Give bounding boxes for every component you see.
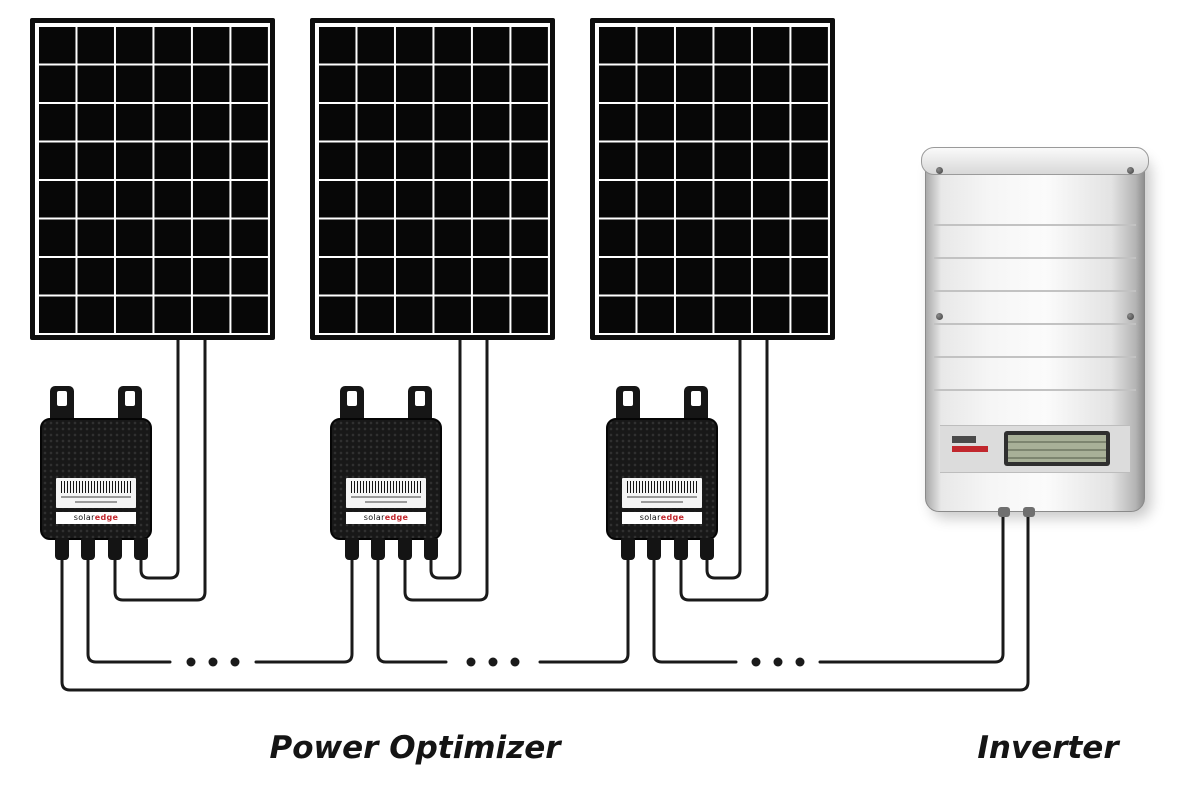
solar-panel-1 <box>30 18 275 340</box>
mounting-bracket-left <box>340 386 364 424</box>
chain-continuation-dots-1 <box>186 657 240 667</box>
barcode <box>351 481 421 493</box>
panel2-loop-wire-outer <box>403 334 489 602</box>
barcode-label <box>622 478 702 508</box>
logo-prefix: solar <box>363 513 385 522</box>
chain-wire-segment-3 <box>376 550 448 664</box>
optimizer-connector-1 <box>621 538 635 560</box>
optimizer-connector-4 <box>700 538 714 560</box>
logo-suffix: edge <box>660 513 685 522</box>
power-optimizer-3: solaredge <box>606 386 718 562</box>
optimizer-connector-2 <box>81 538 95 560</box>
optimizer-connector-1 <box>345 538 359 560</box>
solaredge-brand-mark <box>952 436 996 452</box>
label-text-line <box>365 501 407 503</box>
string-bus-wire <box>60 510 1030 692</box>
optimizer-connector-4 <box>424 538 438 560</box>
mounting-bracket-right <box>408 386 432 424</box>
solar-panel-3 <box>590 18 835 340</box>
panel1-loop-wire-inner <box>139 334 180 580</box>
label-text-line <box>351 496 421 498</box>
chain-wire-segment-4 <box>538 550 630 664</box>
mounting-bracket-left <box>50 386 74 424</box>
panel3-loop-wire-outer <box>679 334 769 602</box>
logo-prefix: solar <box>73 513 95 522</box>
barcode <box>61 481 131 493</box>
chain-wire-segment-2 <box>254 550 354 664</box>
inverter-unit <box>921 147 1149 517</box>
optimizer-body: solaredge <box>606 418 718 540</box>
mounting-bracket-left <box>616 386 640 424</box>
screw-icon <box>1127 313 1134 320</box>
optimizer-connector-1 <box>55 538 69 560</box>
label-text-line <box>627 496 697 498</box>
power-optimizer-label: Power Optimizer <box>269 730 561 766</box>
optimizer-connector-3 <box>674 538 688 560</box>
cable-gland <box>1023 507 1035 517</box>
screw-icon <box>936 313 943 320</box>
inverter-top-cap <box>921 147 1149 175</box>
solaredge-logo: solaredge <box>56 512 136 524</box>
chain-continuation-dots-3 <box>751 657 805 667</box>
panel3-loop-wire-inner <box>705 334 742 580</box>
brand-mark-red <box>952 446 988 452</box>
inverter-label: Inverter <box>977 730 1119 766</box>
barcode <box>627 481 697 493</box>
label-text-line <box>75 501 117 503</box>
solaredge-logo: solaredge <box>346 512 426 524</box>
power-optimizer-1: solaredge <box>40 386 152 562</box>
inverter-display <box>1004 431 1110 466</box>
mounting-bracket-right <box>684 386 708 424</box>
logo-prefix: solar <box>639 513 661 522</box>
optimizer-body: solaredge <box>40 418 152 540</box>
mounting-bracket-right <box>118 386 142 424</box>
label-text-line <box>61 496 131 498</box>
barcode-label <box>56 478 136 508</box>
chain-continuation-dots-2 <box>466 657 520 667</box>
screw-icon <box>1127 167 1134 174</box>
brand-mark-dark <box>952 436 976 443</box>
inverter-panel-seams <box>934 193 1136 421</box>
optimizer-connector-3 <box>108 538 122 560</box>
screw-icon <box>936 167 943 174</box>
power-optimizer-2: solaredge <box>330 386 442 562</box>
chain-wire-segment-1 <box>86 550 172 664</box>
panel1-loop-wire-outer <box>113 334 207 602</box>
panel-cell-grid <box>597 25 828 333</box>
logo-suffix: edge <box>94 513 119 522</box>
panel-cell-grid <box>37 25 268 333</box>
optimizer-connector-4 <box>134 538 148 560</box>
optimizer-connector-3 <box>398 538 412 560</box>
lcd-screen <box>1008 435 1106 462</box>
cable-gland <box>998 507 1010 517</box>
chain-wire-segment-6 <box>818 510 1005 664</box>
optimizer-body: solaredge <box>330 418 442 540</box>
chain-wire-segment-5 <box>652 550 738 664</box>
barcode-label <box>346 478 426 508</box>
solar-panel-2 <box>310 18 555 340</box>
solaredge-logo: solaredge <box>622 512 702 524</box>
optimizer-connector-2 <box>371 538 385 560</box>
label-text-line <box>641 501 683 503</box>
optimizer-connector-2 <box>647 538 661 560</box>
panel2-loop-wire-inner <box>429 334 462 580</box>
inverter-display-band <box>940 425 1130 473</box>
panel-cell-grid <box>317 25 548 333</box>
logo-suffix: edge <box>384 513 409 522</box>
